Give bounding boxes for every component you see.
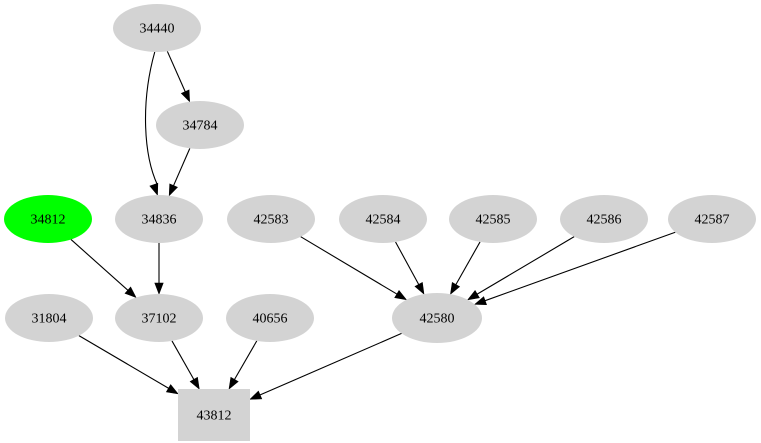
edge-34440-to-34836 <box>145 51 159 196</box>
arrowhead <box>180 89 191 103</box>
edge-42587-to-42580 <box>473 231 676 305</box>
edges-layer <box>70 51 676 400</box>
node-ellipse-34836[interactable] <box>115 195 203 243</box>
arrowhead <box>394 289 408 301</box>
arrowhead <box>149 182 159 196</box>
edge-42584-to-42580 <box>395 241 425 295</box>
node-ellipse-42584[interactable] <box>339 195 427 243</box>
node-42586[interactable]: 42586 <box>560 195 648 243</box>
edge-31804-to-43812 <box>78 335 179 395</box>
node-ellipse-40656[interactable] <box>226 294 314 342</box>
arrowhead <box>228 376 239 390</box>
node-42585[interactable]: 42585 <box>449 195 537 243</box>
node-34440[interactable]: 34440 <box>113 4 201 52</box>
edge-42586-to-42580 <box>467 236 575 301</box>
node-34836[interactable]: 34836 <box>115 195 203 243</box>
edge-line <box>258 332 402 397</box>
node-ellipse-31804[interactable] <box>5 294 93 342</box>
edge-34836-to-37102 <box>154 243 164 295</box>
node-ellipse-42580[interactable] <box>392 293 482 343</box>
arrowhead <box>124 286 137 299</box>
node-ellipse-42583[interactable] <box>227 195 315 243</box>
node-42584[interactable]: 42584 <box>339 195 427 243</box>
node-42580[interactable]: 42580 <box>392 293 482 343</box>
arrowhead <box>414 281 425 295</box>
edge-40656-to-43812 <box>228 340 258 390</box>
edge-line <box>483 231 676 302</box>
node-ellipse-34440[interactable] <box>113 4 201 52</box>
edge-37102-to-43812 <box>171 340 200 390</box>
edge-34812-to-37102 <box>70 239 137 299</box>
edge-line <box>300 236 399 296</box>
node-42587[interactable]: 42587 <box>668 195 756 243</box>
arrowhead <box>154 282 164 295</box>
edge-34440-to-34784 <box>166 51 191 103</box>
edge-line <box>78 335 171 390</box>
node-37102[interactable]: 37102 <box>115 294 203 342</box>
node-43812[interactable]: 43812 <box>178 389 250 441</box>
nodes-layer: 34440 34784 34812 34836 42583 42584 42585 42586… <box>4 4 756 441</box>
arrowhead <box>168 183 178 197</box>
edge-line <box>454 241 481 287</box>
edge-34784-to-34836 <box>168 148 191 197</box>
node-ellipse-37102[interactable] <box>115 294 203 342</box>
arrowhead <box>189 376 200 390</box>
edge-line <box>70 239 130 292</box>
edge-42585-to-42580 <box>450 241 481 295</box>
node-ellipse-34784[interactable] <box>156 101 244 149</box>
arrowhead <box>165 384 179 395</box>
node-ellipse-34812[interactable] <box>4 195 92 243</box>
edge-line <box>395 241 420 286</box>
edge-line <box>145 51 158 186</box>
node-34784[interactable]: 34784 <box>156 101 244 149</box>
node-34812[interactable]: 34812 <box>4 195 92 243</box>
edge-line <box>172 148 191 188</box>
arrowhead <box>467 290 480 301</box>
edge-42583-to-42580 <box>300 236 408 301</box>
node-ellipse-42587[interactable] <box>668 195 756 243</box>
node-42583[interactable]: 42583 <box>227 195 315 243</box>
arrowhead <box>450 282 461 295</box>
arrowhead <box>473 296 487 305</box>
node-31804[interactable]: 31804 <box>5 294 93 342</box>
edge-line <box>171 340 196 382</box>
edge-line <box>475 236 575 296</box>
edge-42580-to-43812 <box>249 332 402 400</box>
node-ellipse-42585[interactable] <box>449 195 537 243</box>
arrowhead <box>249 390 263 400</box>
node-ellipse-42586[interactable] <box>560 195 648 243</box>
edge-line <box>166 51 187 94</box>
node-box-43812[interactable] <box>178 389 250 441</box>
node-40656[interactable]: 40656 <box>226 294 314 342</box>
edge-line <box>233 340 258 382</box>
